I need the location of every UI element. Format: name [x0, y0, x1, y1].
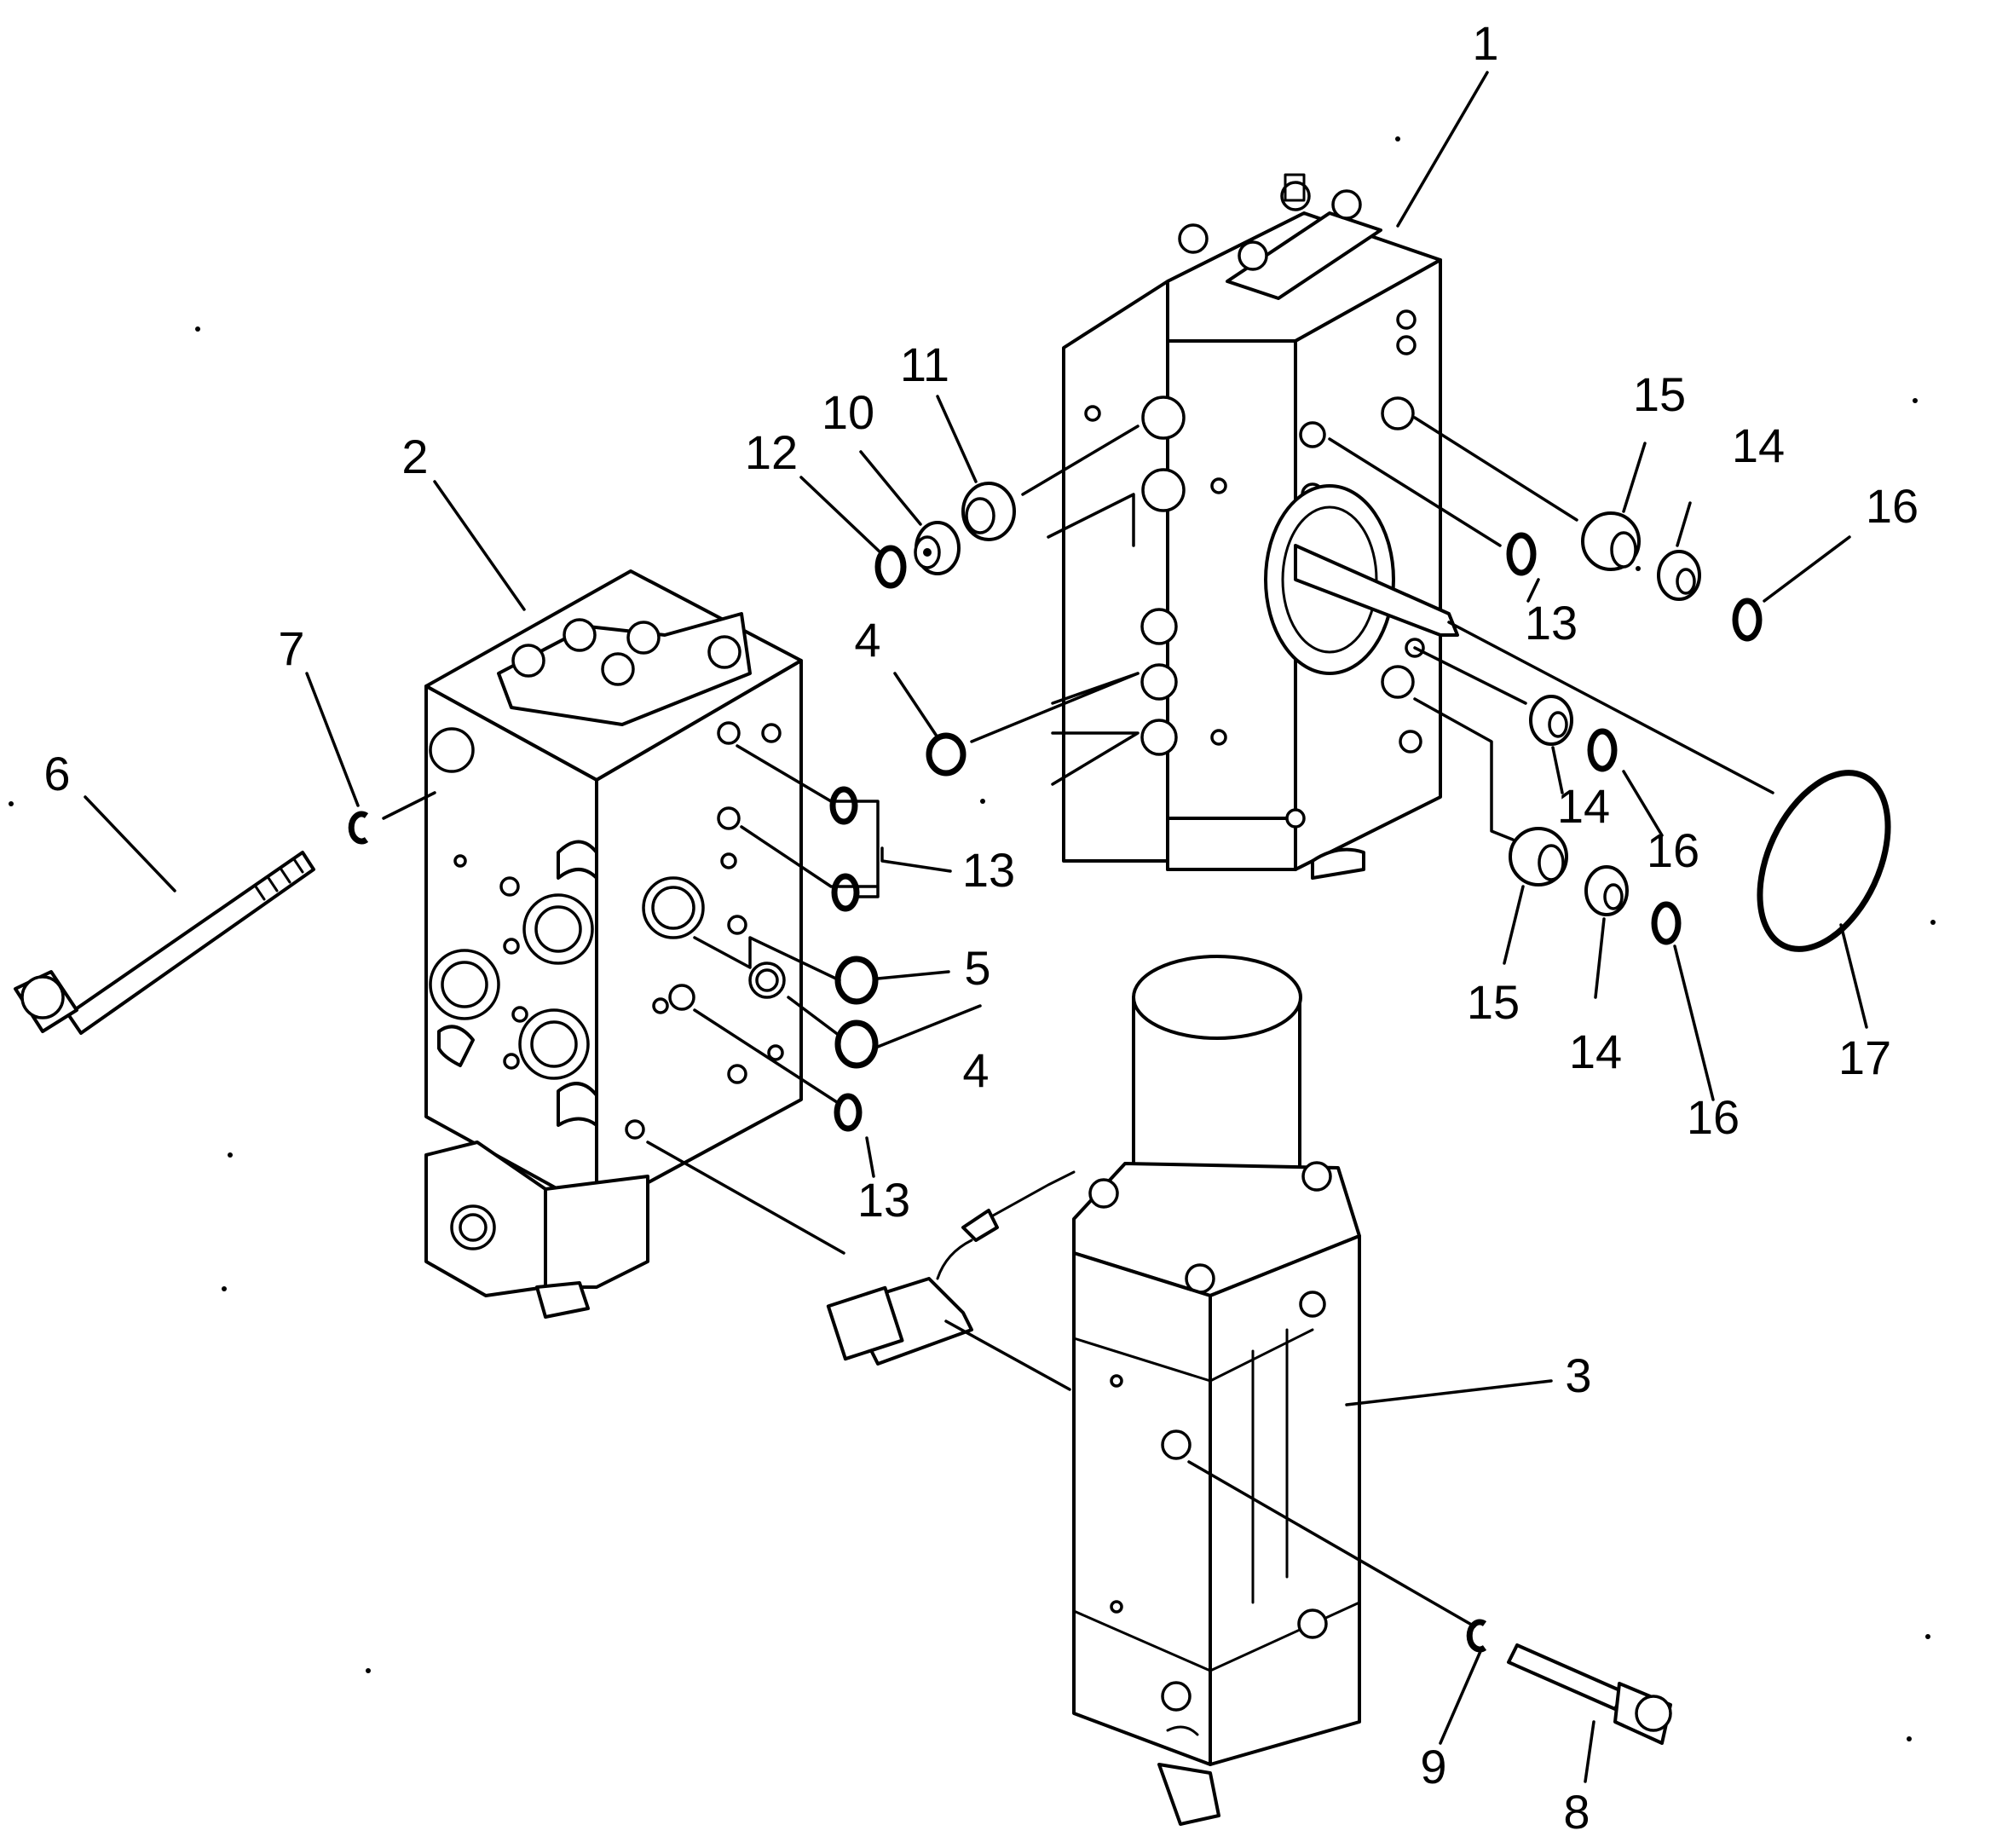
snap-ring-7 — [348, 811, 369, 845]
bolt-6 — [14, 851, 315, 1035]
callout-4-lower: 4 — [962, 1043, 989, 1097]
solenoid-valve-3 — [1072, 955, 1361, 1826]
callout-4-upper: 4 — [854, 613, 880, 667]
plug-14-low — [1584, 865, 1629, 916]
plug-14-mid — [1529, 695, 1573, 746]
plug-14-top — [1657, 550, 1701, 601]
o-ring-16-low — [1651, 901, 1682, 945]
plug-11 — [961, 482, 1016, 541]
o-ring-4-lower — [834, 1019, 879, 1069]
callout-13-a: 13 — [962, 843, 1015, 897]
callout-8: 8 — [1563, 1785, 1590, 1839]
callout-14-mid: 14 — [1557, 779, 1610, 833]
connector-plug — [826, 1170, 1076, 1366]
callout-3: 3 — [1565, 1348, 1591, 1402]
snap-ring-9 — [1466, 1619, 1487, 1653]
plug-15-low — [1509, 827, 1568, 886]
o-ring-4-upper — [926, 732, 966, 777]
callout-2: 2 — [401, 430, 428, 483]
callout-16-top: 16 — [1866, 479, 1919, 533]
o-ring-5 — [834, 956, 879, 1005]
callout-13-c: 13 — [857, 1173, 910, 1227]
o-ring-13-c — [834, 1093, 863, 1132]
o-ring-13-upper-right — [1506, 532, 1537, 576]
callout-14-low: 14 — [1569, 1025, 1622, 1078]
o-ring-13-b — [831, 873, 860, 912]
o-ring-16-mid — [1587, 728, 1618, 772]
callout-11: 11 — [900, 338, 949, 391]
callout-12: 12 — [745, 425, 798, 479]
callout-7: 7 — [278, 621, 304, 675]
callout-6: 6 — [43, 747, 70, 800]
callout-9: 9 — [1420, 1740, 1446, 1793]
o-ring-17 — [1757, 770, 1891, 952]
o-ring-12 — [874, 545, 907, 589]
callout-10: 10 — [822, 385, 874, 439]
callout-13-b: 13 — [1525, 596, 1578, 650]
callout-15-top: 15 — [1633, 367, 1686, 421]
plug-10 — [914, 521, 961, 575]
plug-15-top — [1581, 511, 1641, 571]
callout-17: 17 — [1838, 1031, 1891, 1084]
callout-5: 5 — [964, 941, 990, 995]
callout-leaders — [84, 71, 1868, 1783]
callout-15-low: 15 — [1467, 975, 1520, 1029]
scan-specks — [9, 136, 1936, 1741]
callout-16-mid: 16 — [1647, 823, 1699, 877]
valve-body-2 — [424, 569, 803, 1319]
callout-labels: 1 2 3 4 4 5 6 7 8 9 10 11 12 13 13 13 14… — [43, 16, 1919, 1839]
valve-body-1 — [1062, 173, 1459, 880]
o-ring-13-a — [829, 786, 858, 825]
callout-16-low: 16 — [1687, 1090, 1740, 1144]
assembly-lines — [382, 416, 1774, 1628]
callout-1: 1 — [1472, 16, 1498, 70]
bolt-8 — [1507, 1643, 1672, 1745]
callout-14-top: 14 — [1732, 419, 1785, 472]
o-ring-16-top — [1732, 598, 1763, 642]
